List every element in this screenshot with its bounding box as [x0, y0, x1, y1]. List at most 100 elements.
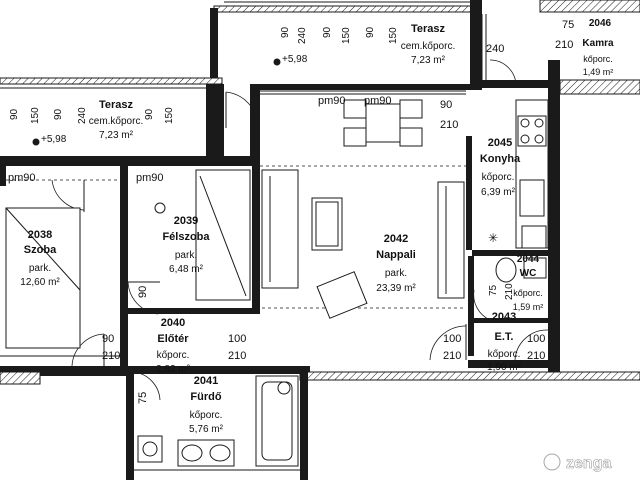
bed [5, 207, 81, 349]
bottom-wall-mid [130, 366, 310, 374]
dim-door: 100 [443, 333, 461, 345]
labels: 2038 Szoba park. 12,60 m² 2039 Félszoba … [8, 18, 614, 435]
facade-left-pier [250, 84, 260, 166]
dim-door: 210 [102, 350, 120, 362]
room-area: 1,59 m² [513, 302, 544, 312]
room-name: E.T. [495, 331, 514, 343]
room-label-2044: 2044 WC kőporc. 1,59 m² [513, 254, 544, 312]
terrace-label-right: Terasz cem.kőporc. 7,23 m² [401, 23, 455, 66]
dim-door: 100 [228, 333, 246, 345]
dim-window: 90 [440, 99, 452, 111]
room-number: 2043 [492, 311, 516, 323]
wc-top-wall [472, 250, 548, 256]
svg-text:90: 90 [365, 26, 376, 38]
windows [0, 1, 556, 471]
room-name: Nappali [376, 249, 416, 261]
left-parapet [0, 77, 223, 85]
furdo-right-wall [300, 366, 308, 480]
room-name: Előtér [157, 333, 189, 345]
dim-door: 75 [488, 284, 499, 296]
washbasin [177, 439, 235, 467]
room-floor: park. [175, 250, 197, 261]
terrace-floor: cem.kőporc. [89, 116, 143, 127]
fridge [521, 225, 547, 249]
right-column [559, 79, 640, 95]
tv-unit [437, 181, 465, 299]
svg-text:150: 150 [164, 107, 175, 124]
svg-text:90: 90 [280, 26, 291, 38]
terrace-area: 7,23 m² [411, 55, 446, 66]
dim-door: 100 [527, 333, 545, 345]
door-tag: pm90 [136, 172, 164, 184]
room-area: 23,39 m² [376, 283, 416, 294]
svg-text:✳: ✳ [488, 231, 498, 245]
felszoba-right-wall [252, 166, 260, 308]
svg-text:90: 90 [144, 108, 155, 120]
room-label-2038: 2038 Szoba park. 12,60 m² [20, 229, 60, 288]
kamra-bottom-wall [482, 80, 560, 88]
chair [399, 127, 423, 147]
svg-text:90: 90 [9, 108, 20, 120]
door-tag: pm90 [8, 172, 36, 184]
bathtub-inner [261, 381, 293, 461]
svg-text:240: 240 [297, 27, 308, 44]
dim-door: 210 [228, 350, 246, 362]
room-name: WC [520, 268, 537, 279]
room-number: 2038 [28, 229, 52, 241]
room-number: 2041 [194, 375, 218, 387]
room-number: 2044 [517, 254, 540, 265]
terrace-area: 7,23 m² [99, 130, 134, 141]
terrace-label-left: Terasz cem.kőporc. 7,23 m² [89, 99, 143, 141]
room-floor: kőporc. [583, 54, 613, 64]
room-number: 2042 [384, 233, 408, 245]
room-number: 2040 [161, 317, 185, 329]
room-area: 12,60 m² [20, 277, 60, 288]
bottom-hatched-right [299, 371, 640, 381]
bottom-wall-right [468, 360, 560, 368]
dim-window: 240 [486, 43, 504, 55]
dim-kamra-door: 75 [562, 19, 574, 31]
washing-machine [137, 435, 163, 463]
room-floor: park. [385, 268, 407, 279]
room-name: Konyha [480, 153, 521, 165]
svg-text:150: 150 [388, 27, 399, 44]
room-name: Kamra [582, 38, 614, 49]
svg-text:150: 150 [341, 27, 352, 44]
room-label-2040: 2040 Előtér kőporc. 2,82 m² [156, 317, 191, 375]
bottom-wall-left [0, 366, 130, 376]
dim-door: 210 [504, 283, 515, 300]
terrace-name: Terasz [99, 99, 134, 111]
room-floor: kőporc. [488, 349, 521, 360]
room-label-2041: 2041 Fürdő kőporc. 5,76 m² [189, 375, 224, 435]
level-marker: +5,98 [32, 134, 67, 146]
room-name: Szoba [24, 244, 57, 256]
terrace-divider-wall [210, 8, 218, 86]
room-name: Félszoba [162, 231, 210, 243]
level-value: +5,98 [41, 134, 67, 145]
furniture: ✳ [5, 99, 549, 467]
terrace-name: Terasz [411, 23, 446, 35]
armchair [316, 271, 368, 319]
nappali-top-wall [258, 84, 470, 90]
door-tag: pm90 [318, 95, 346, 107]
left-lower-column [0, 371, 41, 385]
wc-bottom-wall [472, 318, 548, 323]
level-value: +5,98 [282, 54, 308, 65]
sofa [261, 169, 299, 289]
room-floor: park. [29, 263, 51, 274]
dim-door: 210 [443, 350, 461, 362]
svg-text:240: 240 [77, 107, 88, 124]
room-floor: kőporc. [157, 350, 190, 361]
room-floor: kőporc. [190, 410, 223, 421]
room-floor: kőporc. [513, 288, 543, 298]
room-area: 1,49 m² [583, 67, 614, 77]
furdo-left-wall [126, 366, 134, 480]
room-number: 2046 [589, 18, 612, 29]
szoba-felszoba-wall [120, 166, 128, 366]
szoba-left-stub [0, 166, 6, 186]
room-label-2039: 2039 Félszoba park. 6,48 m² [162, 215, 210, 275]
chair [343, 127, 367, 147]
room-number: 2045 [488, 137, 512, 149]
room-label-2045: 2045 Konyha kőporc. 6,39 m² [480, 137, 521, 198]
